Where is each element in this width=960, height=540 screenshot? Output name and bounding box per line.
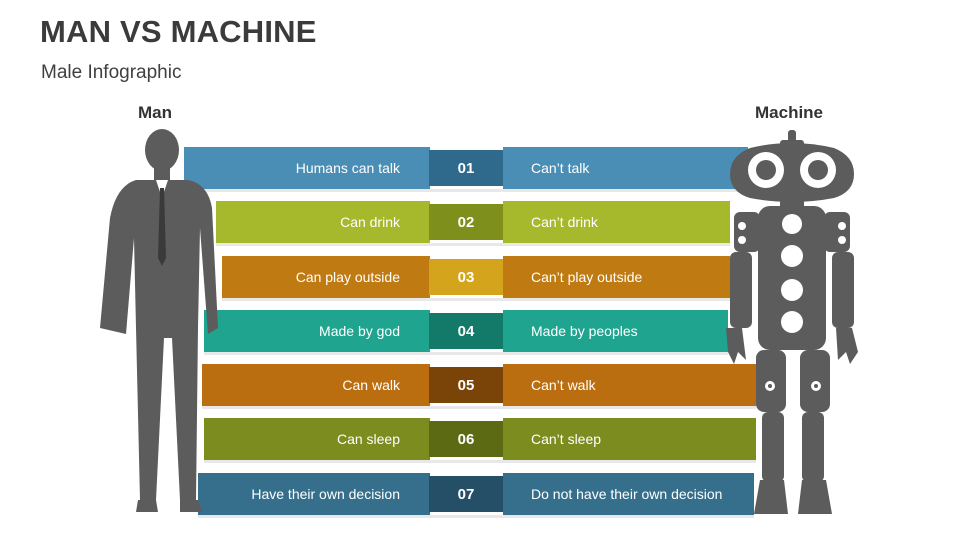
man-label: Man [138, 103, 172, 122]
man-silhouette-icon [100, 129, 218, 512]
row-divider [204, 460, 756, 463]
man-trait: Can sleep [204, 418, 430, 460]
row-divider [204, 352, 728, 355]
row-divider [198, 515, 754, 518]
row-number: 05 [429, 367, 503, 403]
machine-trait: Can’t sleep [503, 418, 756, 460]
man-trait: Made by god [204, 310, 430, 352]
row-number: 03 [429, 259, 503, 295]
machine-trait: Can’t walk [503, 364, 756, 406]
man-trait: Can drink [216, 201, 430, 243]
row-number: 01 [429, 150, 503, 186]
page-subtitle: Male Infographic [41, 62, 182, 83]
man-trait: Can play outside [222, 256, 430, 298]
machine-trait: Do not have their own decision [503, 473, 754, 515]
machine-label: Machine [755, 103, 824, 122]
row-divider [202, 406, 756, 409]
row-number: 02 [429, 204, 503, 240]
machine-trait: Made by peoples [503, 310, 728, 352]
row-divider [216, 243, 730, 246]
man-trait: Humans can talk [184, 147, 430, 189]
machine-trait: Can’t drink [503, 201, 730, 243]
row-number: 07 [429, 476, 503, 512]
man-trait: Can walk [202, 364, 430, 406]
robot-silhouette-icon [726, 130, 858, 514]
page-title: MAN VS MACHINE [40, 14, 317, 49]
row-number: 06 [429, 421, 503, 457]
comparison-row: Have their own decision Do not have their… [0, 473, 960, 518]
man-trait: Have their own decision [198, 473, 430, 515]
machine-trait: Can’t play outside [503, 256, 730, 298]
row-divider [222, 298, 730, 301]
row-divider [184, 189, 748, 192]
machine-trait: Can’t talk [503, 147, 748, 189]
row-number: 04 [429, 313, 503, 349]
